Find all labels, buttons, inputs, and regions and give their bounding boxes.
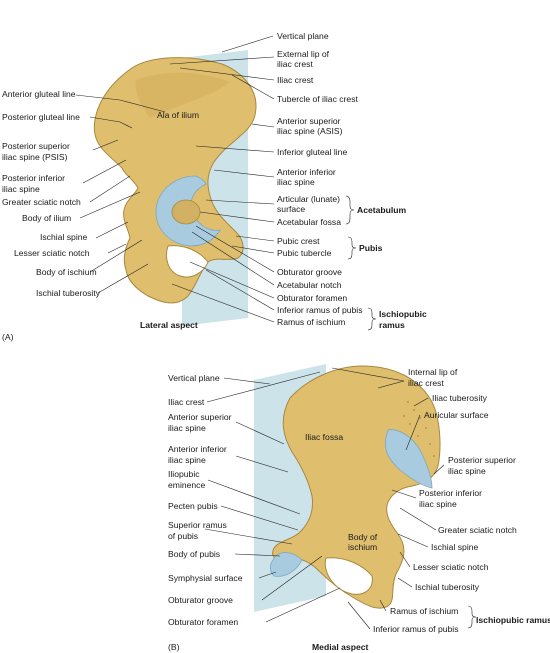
label-body-of-ischium-b-1: Body of: [348, 532, 378, 542]
hip-bone-lateral: [93, 57, 257, 304]
label-obturator-foramen-b: Obturator foramen: [168, 617, 238, 627]
label-ischial-tuberosity: Ischial tuberosity: [36, 288, 101, 298]
label-asis-1: Anterior superior: [277, 116, 341, 126]
label-ischial-spine: Ischial spine: [40, 232, 88, 242]
obturator-foramen-a: [166, 245, 209, 278]
iliac-ridge-shade: [135, 72, 230, 118]
label-obturator-groove-a: Obturator groove: [277, 267, 342, 277]
label-pubic-crest: Pubic crest: [277, 236, 320, 246]
label-psis-2: iliac spine (PSIS): [2, 152, 68, 162]
label-symphysial-surface: Symphysial surface: [168, 573, 243, 583]
label-ischial-tuberosity-b: Ischial tuberosity: [415, 582, 480, 592]
obturator-foramen-b: [324, 557, 373, 595]
label-obturator-groove-b: Obturator groove: [168, 595, 233, 605]
label-lesser-sciatic-notch-b: Lesser sciatic notch: [413, 562, 489, 572]
symphysial-surface: [270, 552, 303, 577]
label-articular-surface-1: Articular (lunate): [277, 194, 340, 204]
label-asis-2: iliac spine (ASIS): [277, 126, 343, 136]
group-pubis: Pubis: [359, 243, 383, 253]
label-internal-lip-2: iliac crest: [408, 378, 444, 388]
label-psis-1: Posterior superior: [2, 141, 70, 151]
label-psis-b-1: Posterior superior: [448, 455, 516, 465]
label-aiis-2: iliac spine: [277, 177, 315, 187]
label-greater-sciatic-notch-b: Greater sciatic notch: [438, 525, 517, 535]
label-pi-iliac-spine-2: iliac spine: [2, 184, 40, 194]
label-asis-b-1: Anterior superior: [168, 412, 232, 422]
panel-a-letter: (A): [2, 332, 14, 342]
label-acetabular-fossa: Acetabular fossa: [277, 217, 341, 227]
label-aiis-b-2: iliac spine: [168, 455, 206, 465]
label-external-lip-2: iliac crest: [277, 59, 313, 69]
label-pubic-tubercle: Pubic tubercle: [277, 248, 332, 258]
leaders-b-right: [331, 367, 477, 630]
label-iliac-crest-b: Iliac crest: [168, 397, 205, 407]
group-acetabulum: Acetabulum: [357, 205, 407, 215]
group-ischiopubic-ramus-b: Ischiopubic ramus: [476, 615, 550, 625]
label-inferior-gluteal-line: Inferior gluteal line: [277, 147, 347, 157]
panel-a-caption: Lateral aspect: [140, 320, 198, 330]
label-ramus-of-ischium-b: Ramus of ischium: [390, 606, 458, 616]
label-body-of-pubis: Body of pubis: [168, 549, 220, 559]
label-aiis-b-1: Anterior inferior: [168, 444, 227, 454]
label-body-of-ischium: Body of ischium: [36, 267, 97, 277]
panel-b-caption: Medial aspect: [312, 642, 368, 652]
label-ramus-of-ischium-a: Ramus of ischium: [277, 317, 345, 327]
label-lesser-sciatic-notch: Lesser sciatic notch: [14, 248, 90, 258]
label-iliac-tuberosity: Iliac tuberosity: [432, 393, 488, 403]
label-piis-b-2: iliac spine: [419, 499, 457, 509]
label-inferior-ramus-pubis-a: Inferior ramus of pubis: [277, 305, 363, 315]
label-posterior-gluteal-line: Posterior gluteal line: [2, 112, 80, 122]
label-body-of-ilium: Body of ilium: [22, 213, 71, 223]
iliac-tuberosity-texture: [403, 401, 435, 457]
label-iliac-crest-a: Iliac crest: [277, 75, 314, 85]
acetabular-fossa: [171, 199, 201, 225]
label-superior-ramus-2: of pubis: [168, 531, 198, 541]
label-inferior-ramus-pubis-b: Inferior ramus of pubis: [373, 624, 459, 634]
label-tubercle-iliac-crest: Tubercle of iliac crest: [277, 94, 358, 104]
label-auricular-surface: Auricular surface: [424, 410, 489, 420]
label-iliac-fossa: Iliac fossa: [305, 432, 343, 442]
auricular-surface-shape: [384, 429, 433, 489]
label-pecten-pubis: Pecten pubis: [168, 501, 218, 511]
label-obturator-foramen-a: Obturator foramen: [277, 293, 347, 303]
leaders-a-right: [169, 35, 377, 331]
label-external-lip-1: External lip of: [277, 49, 330, 59]
panel-a-lateral: Ala of ilium Anterior gluteal line Poste…: [2, 31, 427, 342]
label-aiis-1: Anterior inferior: [277, 167, 336, 177]
label-greater-sciatic-notch: Greater sciatic notch: [2, 197, 81, 207]
label-asis-b-2: iliac spine: [168, 423, 206, 433]
label-ala-of-ilium: Ala of ilium: [157, 110, 199, 120]
label-vertical-plane-a: Vertical plane: [277, 31, 329, 41]
leaders-a-left: [75, 94, 166, 294]
panel-b-medial: Iliac fossa Body of ischium Vertical pla…: [168, 364, 550, 652]
label-psis-b-2: iliac spine: [448, 466, 486, 476]
label-body-of-ischium-b-2: ischium: [348, 542, 377, 552]
label-iliopubic-eminence-2: eminence: [168, 480, 205, 490]
label-superior-ramus-1: Superior ramus: [168, 520, 227, 530]
label-anterior-gluteal-line: Anterior gluteal line: [2, 89, 76, 99]
label-acetabular-notch: Acetabular notch: [277, 280, 342, 290]
label-ischial-spine-b: Ischial spine: [431, 542, 479, 552]
leaders-b-left: [204, 371, 341, 623]
label-internal-lip-1: Internal lip of: [408, 367, 458, 377]
label-piis-b-1: Posterior inferior: [419, 488, 482, 498]
panel-b-letter: (B): [168, 642, 180, 652]
label-articular-surface-2: surface: [277, 204, 305, 214]
label-iliopubic-eminence-1: Iliopubic: [168, 469, 200, 479]
hip-bone-medial: [272, 365, 441, 609]
group-ischiopubic-a-1: Ischiopubic: [379, 309, 427, 319]
label-vertical-plane-b: Vertical plane: [168, 373, 220, 383]
group-ischiopubic-a-2: ramus: [379, 320, 405, 330]
label-pi-iliac-spine-1: Posterior inferior: [2, 173, 65, 183]
